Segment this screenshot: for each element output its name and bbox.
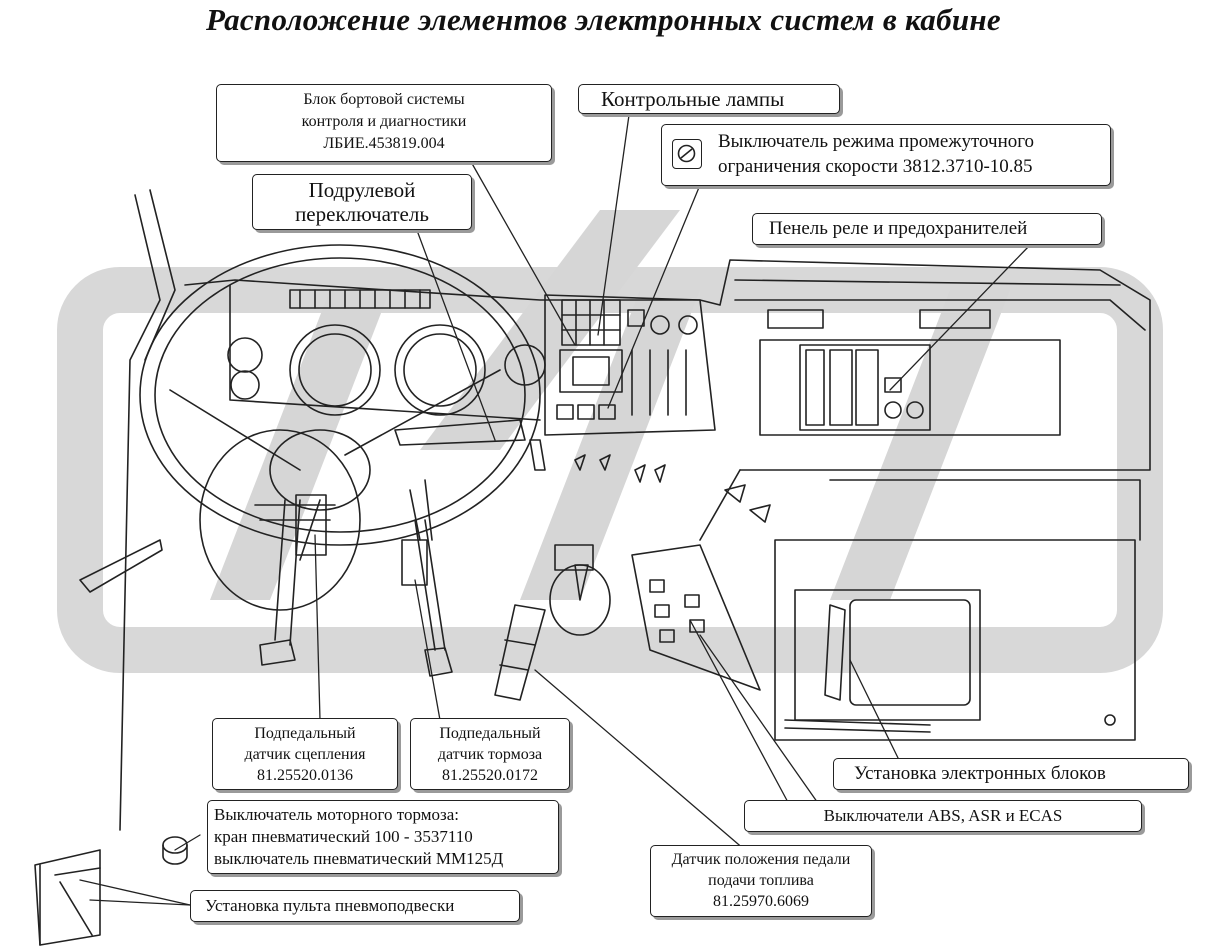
callout-clutch-sensor: Подпедальный датчик сцепления 81.25520.0… (212, 718, 398, 790)
clutch-pedal (254, 494, 336, 666)
leader-lines (79, 107, 1031, 906)
speed-limit-icon (672, 139, 702, 169)
stalk (394, 419, 526, 446)
lamp-grid (544, 294, 716, 436)
watermark-logo (57, 210, 1163, 673)
engine-brake-valve (162, 836, 188, 865)
callout-speed-limit-switch: Выключатель режима промежуточного ограни… (661, 124, 1111, 186)
callout-diagnostics-unit: Блок бортовой системы контроля и диагнос… (216, 84, 552, 162)
rocker-switches (529, 439, 771, 523)
cab-left-edge (119, 194, 161, 831)
air-suspension-panel (34, 849, 101, 946)
callout-fuel-pedal-sensor: Датчик положения педали подачи топлива 8… (650, 845, 872, 917)
callout-stalk-switch: Подрулевой переключатель (252, 174, 472, 230)
gear-lever (549, 544, 611, 636)
callout-control-lamps: Контрольные лампы (578, 84, 840, 114)
callout-air-suspension: Установка пульта пневмоподвески (190, 890, 520, 922)
page-title: Расположение элементов электронных систе… (206, 2, 1001, 37)
electronic-units-box (699, 469, 1141, 741)
accelerator-pedal (494, 604, 546, 701)
door-handle (79, 539, 163, 593)
callout-engine-brake-switch: Выключатель моторного тормоза: кран пнев… (207, 800, 559, 874)
callout-abs-switches: Выключатели ABS, ASR и ECAS (744, 800, 1142, 832)
callout-electronic-units: Установка электронных блоков (833, 758, 1189, 790)
brake-pedal (401, 479, 453, 677)
callout-brake-sensor: Подпедальный датчик тормоза 81.25520.017… (410, 718, 570, 790)
relay-fuse-panel (759, 309, 1061, 436)
callout-relay-panel: Пенель реле и предохранителей (752, 213, 1102, 245)
